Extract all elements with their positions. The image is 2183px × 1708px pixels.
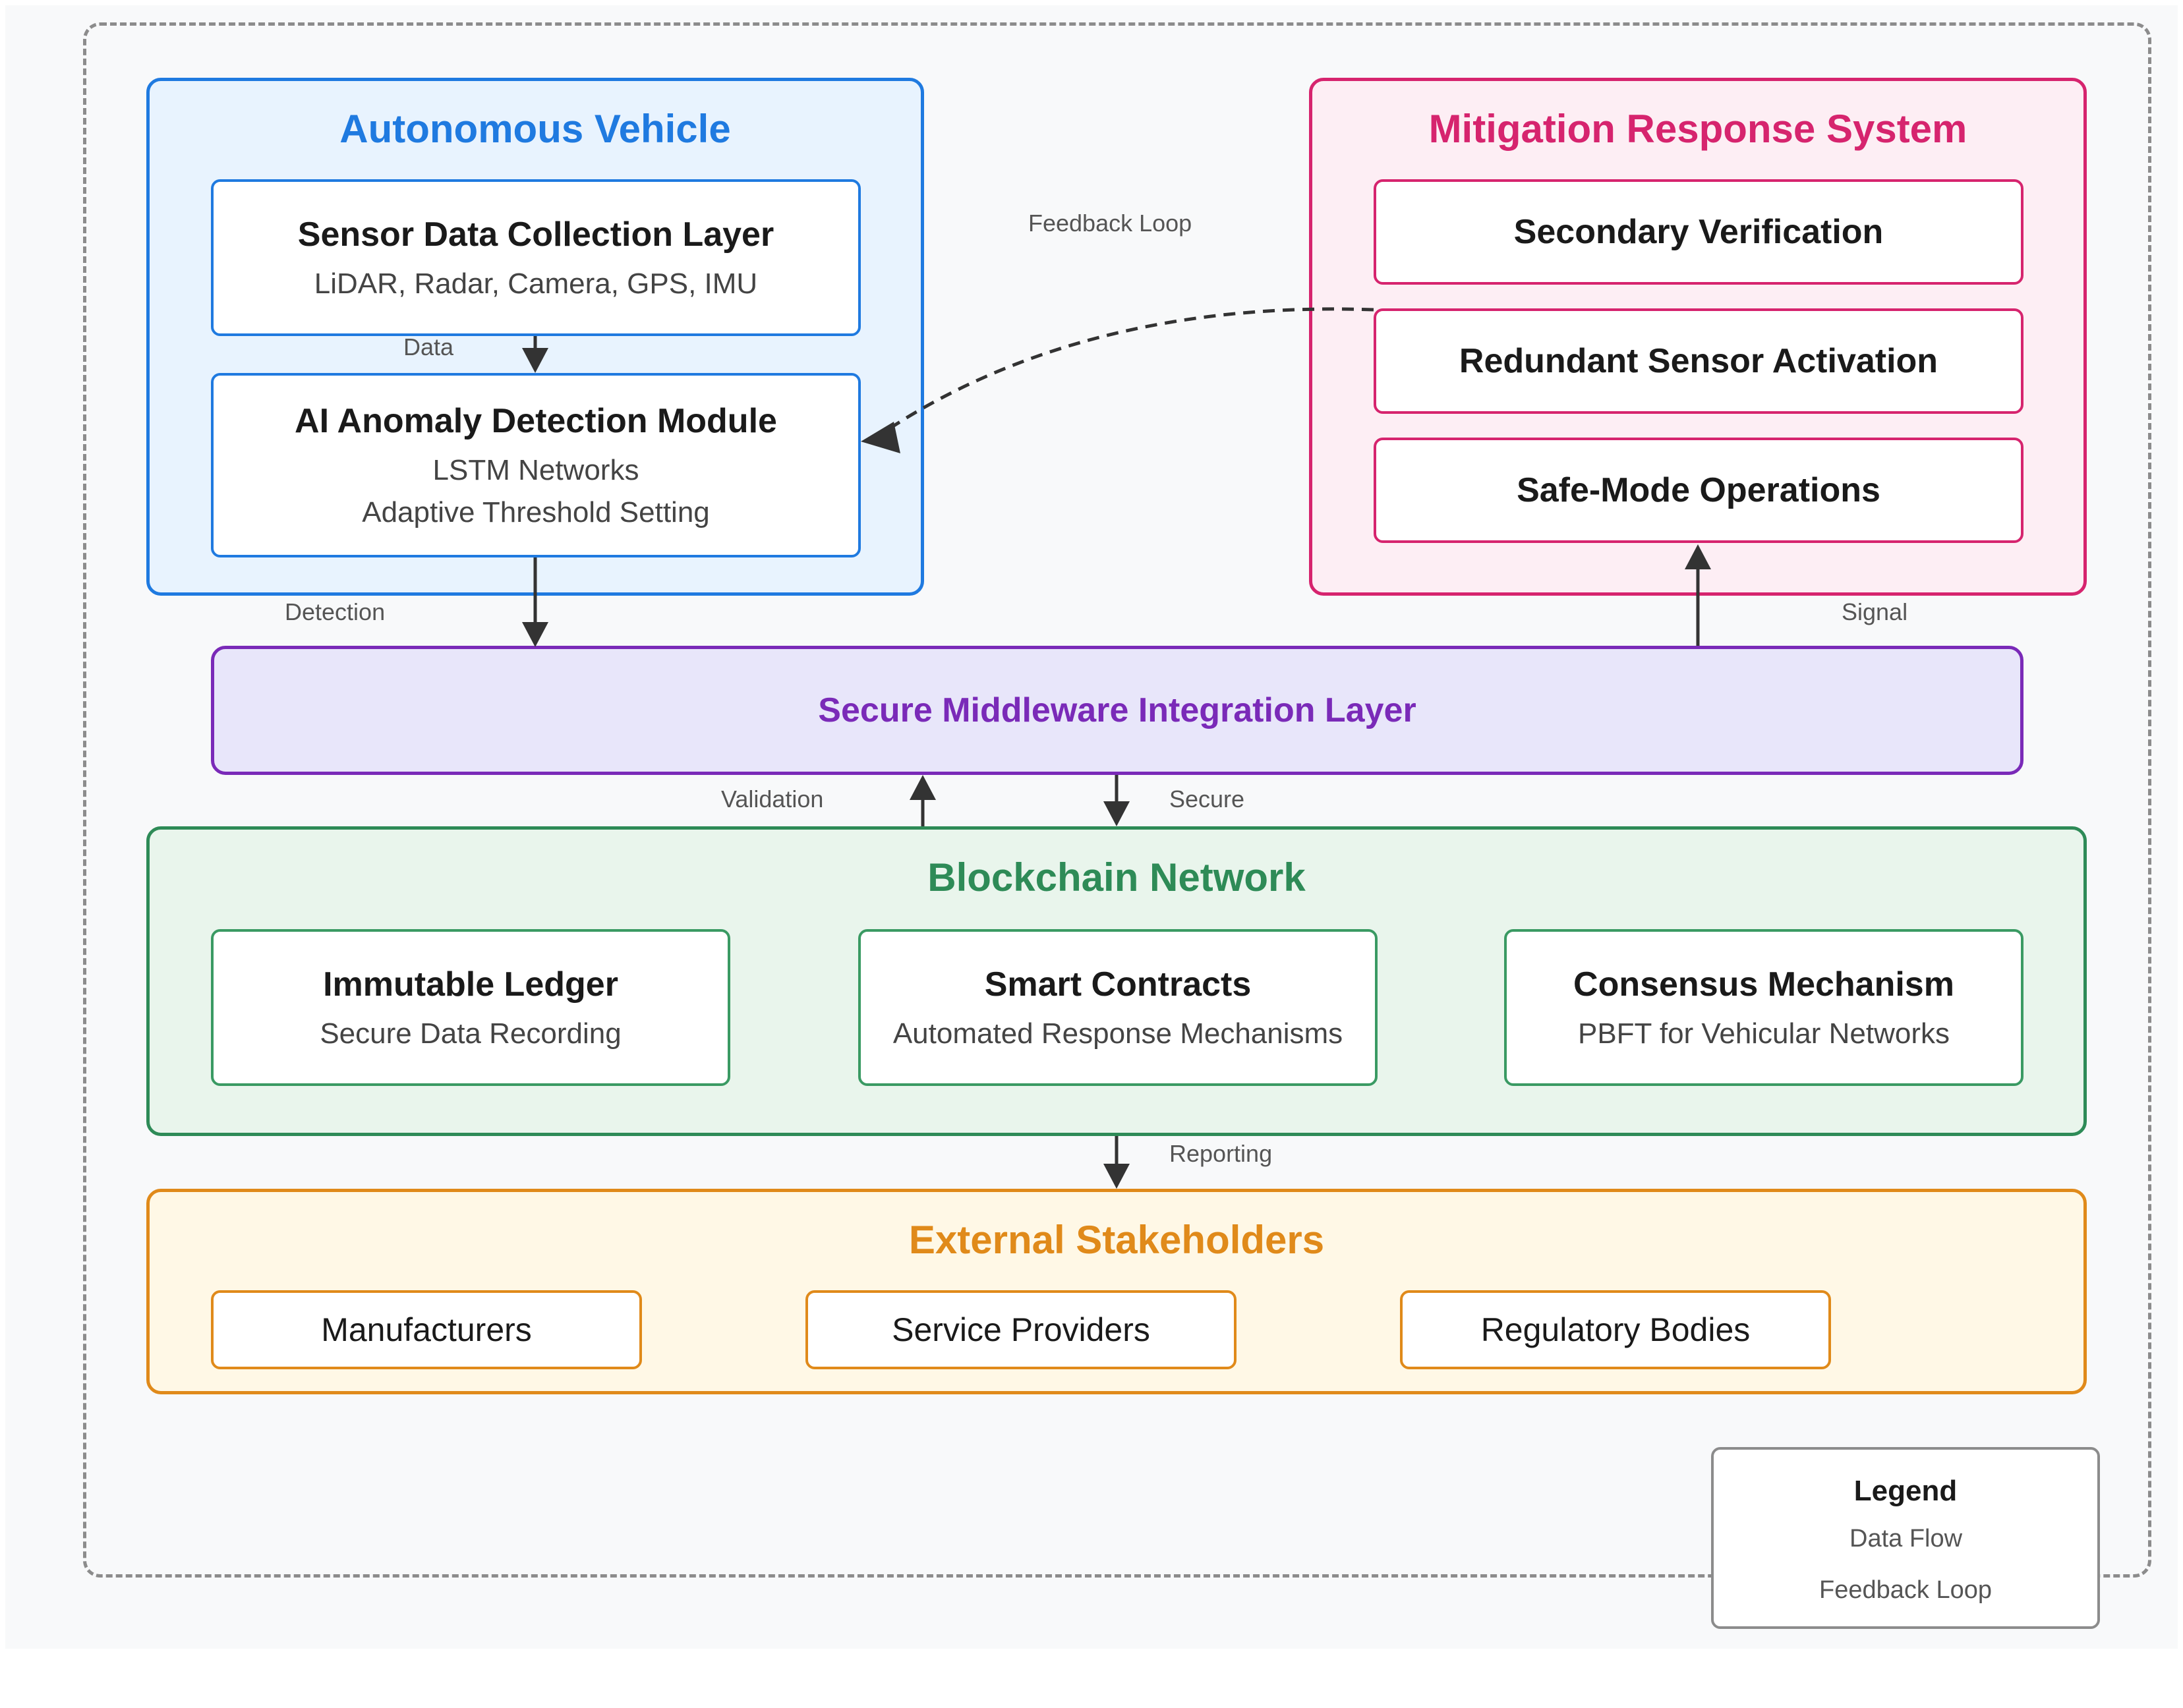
sensor-data-collection-layer: Sensor Data Collection Layer LiDAR, Rada… (211, 179, 861, 336)
label-data: Data (403, 333, 454, 360)
autonomous-vehicle-title: Autonomous Vehicle (339, 107, 731, 151)
smart-contracts-box: Smart Contracts Automated Response Mecha… (858, 929, 1378, 1086)
blockchain-network-title: Blockchain Network (927, 855, 1306, 899)
regulatory-bodies-label: Regulatory Bodies (1480, 1311, 1751, 1348)
secondary-verification-box: Secondary Verification (1374, 179, 2023, 285)
external-stakeholders-title: External Stakeholders (908, 1218, 1325, 1262)
ai-module-line2: Adaptive Threshold Setting (362, 496, 710, 528)
legend-feedback-loop-label: Feedback Loop (1819, 1576, 1992, 1604)
legend-data-flow-label: Data Flow (1849, 1525, 1963, 1552)
sensor-layer-title: Sensor Data Collection Layer (297, 215, 774, 254)
ai-module-title: AI Anomaly Detection Module (295, 402, 777, 440)
sensor-layer-subtitle: LiDAR, Radar, Camera, GPS, IMU (314, 268, 758, 300)
label-signal: Signal (1842, 598, 1908, 625)
redundant-sensor-activation-label: Redundant Sensor Activation (1459, 342, 1938, 380)
legend: Legend Data Flow Feedback Loop (1711, 1447, 2100, 1629)
smart-contracts-subtitle: Automated Response Mechanisms (892, 1017, 1343, 1050)
immutable-ledger-box: Immutable Ledger Secure Data Recording (211, 929, 730, 1086)
mitigation-response-title: Mitigation Response System (1428, 107, 1967, 151)
secondary-verification-label: Secondary Verification (1513, 213, 1884, 251)
consensus-mechanism-title: Consensus Mechanism (1573, 965, 1954, 1004)
manufacturers-label: Manufacturers (321, 1311, 532, 1348)
smart-contracts-title: Smart Contracts (984, 965, 1252, 1004)
legend-title: Legend (1853, 1475, 1958, 1507)
manufacturers-box: Manufacturers (211, 1290, 642, 1369)
arrow-middleware-to-mitigation (1685, 544, 1711, 646)
secure-middleware-layer: Secure Middleware Integration Layer (211, 646, 2023, 775)
system-boundary (83, 22, 2151, 1578)
label-validation: Validation (721, 785, 824, 812)
redundant-sensor-activation-box: Redundant Sensor Activation (1374, 308, 2023, 414)
service-providers-label: Service Providers (892, 1311, 1150, 1348)
feedback-loop-arrow (861, 307, 1374, 453)
consensus-mechanism-subtitle: PBFT for Vehicular Networks (1577, 1017, 1950, 1050)
arrow-validation (910, 775, 936, 826)
label-reporting: Reporting (1169, 1140, 1273, 1167)
arrow-reporting (1103, 1136, 1130, 1189)
safe-mode-operations-box: Safe-Mode Operations (1374, 438, 2023, 543)
label-detection: Detection (285, 598, 386, 625)
ai-anomaly-detection-module: AI Anomaly Detection Module LSTM Network… (211, 373, 861, 557)
immutable-ledger-subtitle: Secure Data Recording (320, 1017, 622, 1050)
arrow-sensor-to-ai (522, 336, 548, 373)
safe-mode-operations-label: Safe-Mode Operations (1517, 471, 1880, 509)
label-feedback-loop: Feedback Loop (1028, 210, 1192, 237)
secure-middleware-title: Secure Middleware Integration Layer (818, 691, 1416, 729)
immutable-ledger-title: Immutable Ledger (323, 965, 618, 1004)
service-providers-box: Service Providers (805, 1290, 1237, 1369)
arrow-ai-to-middleware (522, 557, 548, 647)
label-secure: Secure (1169, 785, 1245, 812)
consensus-mechanism-box: Consensus Mechanism PBFT for Vehicular N… (1504, 929, 2023, 1086)
ai-module-line1: LSTM Networks (432, 454, 639, 486)
regulatory-bodies-box: Regulatory Bodies (1400, 1290, 1831, 1369)
arrow-secure (1103, 775, 1130, 826)
